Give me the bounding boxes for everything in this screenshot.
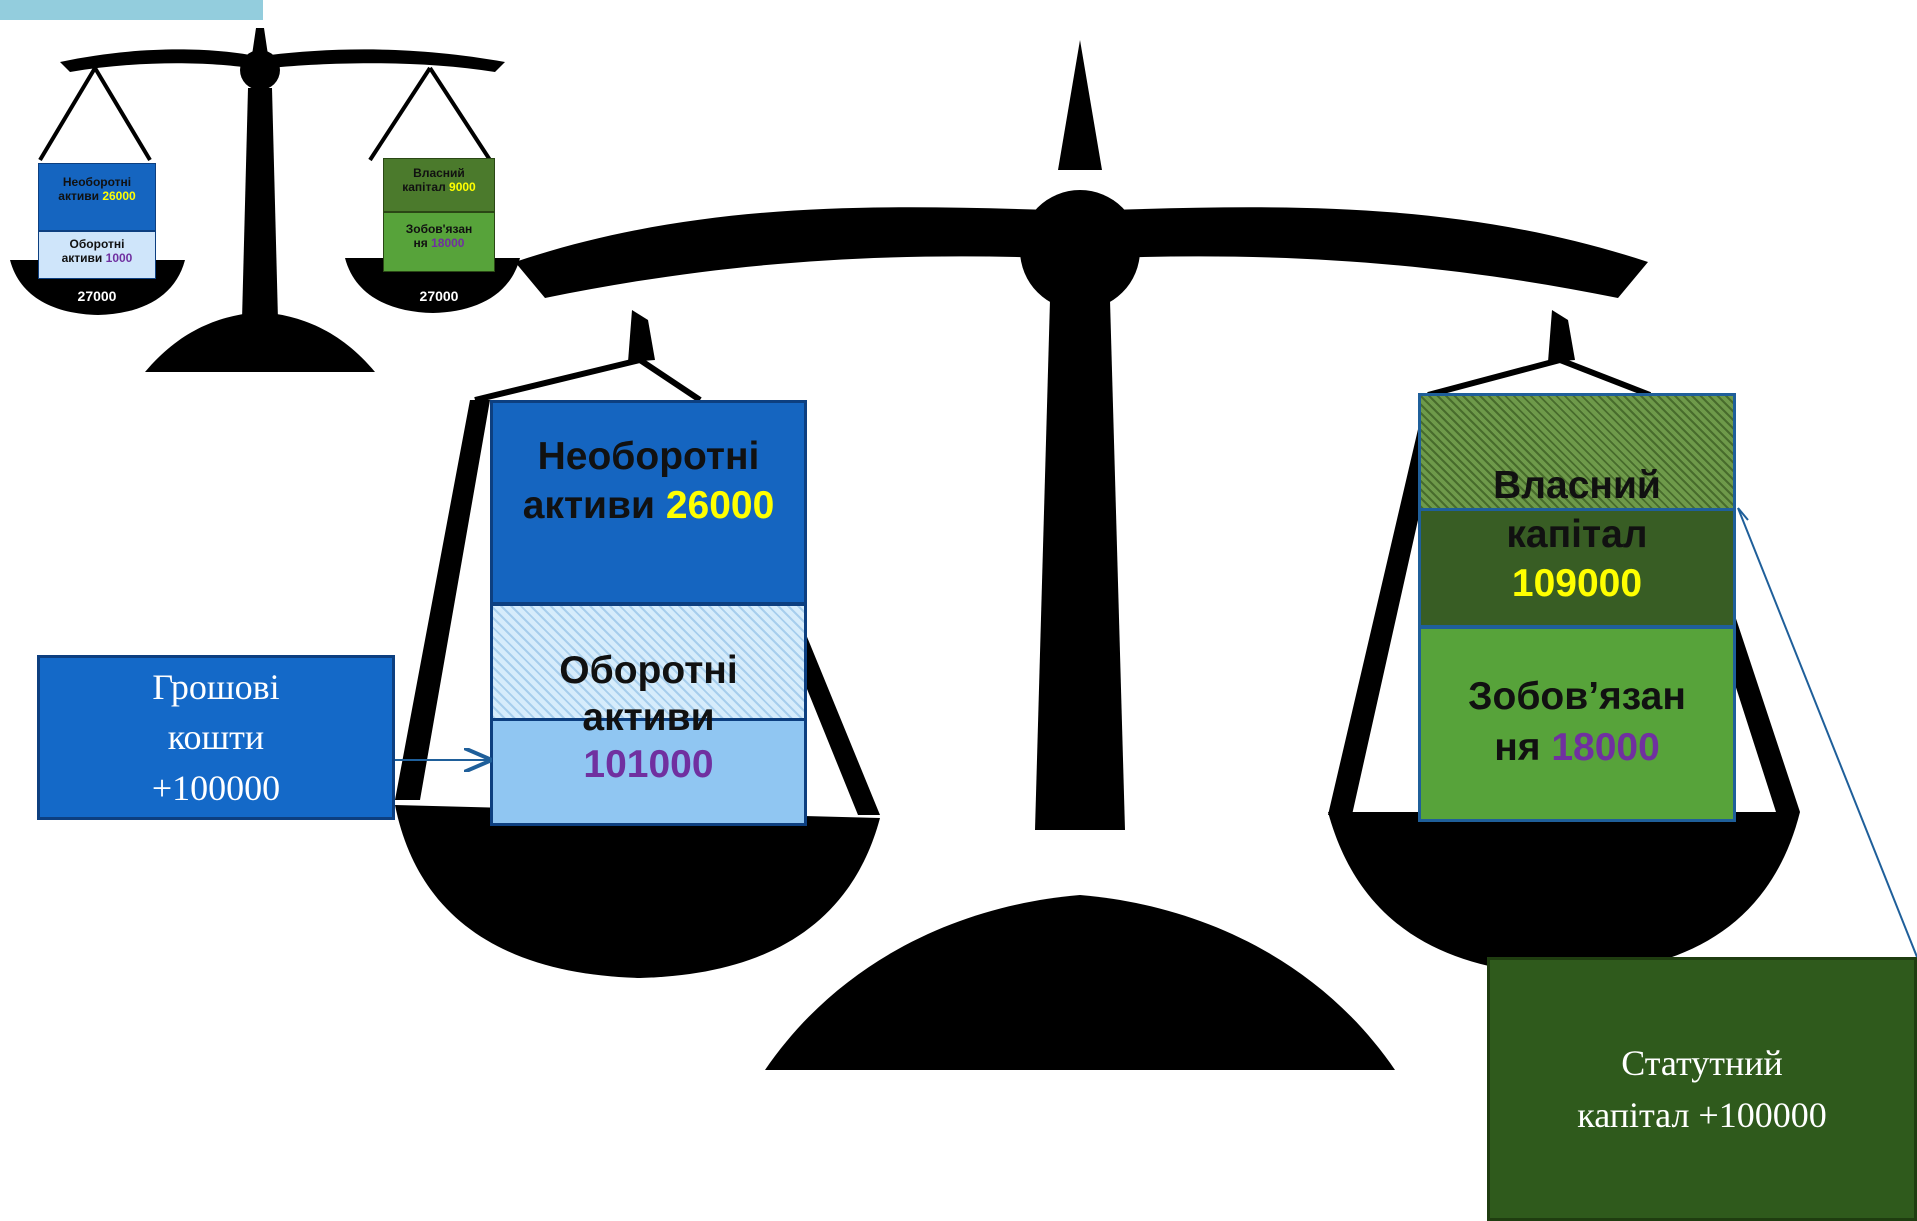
equity-line1: Власний xyxy=(1493,464,1661,507)
equity-line2: капітал xyxy=(1506,512,1648,556)
current-assets-box xyxy=(490,718,807,826)
equity-hatched-box xyxy=(1418,393,1736,511)
current-assets-line2: активи xyxy=(582,695,715,739)
thumb-current-value: 1000 xyxy=(105,250,133,265)
noncurrent-assets-box: Необоротні активи 26000 xyxy=(490,400,807,605)
thumb-liabilities-value: 18000 xyxy=(431,235,465,250)
left-total: 127000 xyxy=(561,858,689,900)
right-total: 127000 xyxy=(1501,858,1629,900)
thumb-liabilities-box: Зобов'язан ня 18000 xyxy=(383,212,495,272)
thumb-current-assets-box: Оборотні активи 1000 xyxy=(38,231,156,279)
noncurrent-assets-line2: активи xyxy=(522,483,655,527)
thumb-noncurrent-assets-box: Необоротні активи 26000 xyxy=(38,163,156,231)
noncurrent-assets-value: 26000 xyxy=(665,483,775,527)
accent-bar xyxy=(0,0,263,20)
current-assets-line1: Оборотні xyxy=(559,649,738,692)
equity-label: Власний капітал 109000 xyxy=(1418,462,1736,632)
cash-callout: Грошові кошти +100000 xyxy=(37,655,395,820)
liabilities-line1: Зобов’язан xyxy=(1468,675,1686,718)
liabilities-line2: ня xyxy=(1494,725,1541,769)
thumb-noncurrent-value: 26000 xyxy=(102,188,136,203)
liabilities-label: Зобов’язан ня 18000 xyxy=(1418,672,1736,792)
thumb-equity-value: 9000 xyxy=(449,179,476,194)
cash-callout-line2: кошти xyxy=(167,717,265,758)
liabilities-value: 18000 xyxy=(1551,725,1660,769)
thumb-current-line2: активи xyxy=(61,250,103,265)
cash-callout-line3: +100000 xyxy=(151,767,281,808)
thumb-right-total: 27000 xyxy=(419,288,459,304)
current-assets-value: 101000 xyxy=(583,742,714,786)
current-assets-label: Оборотні активи 101000 xyxy=(490,648,807,828)
cash-callout-line1: Грошові xyxy=(152,666,280,707)
equity-value: 109000 xyxy=(1511,561,1643,605)
thumb-equity-box: Власний капітал 9000 xyxy=(383,158,495,212)
charter-callout-line2: капітал +100000 xyxy=(1577,1095,1827,1135)
thumb-noncurrent-line2: активи xyxy=(58,188,99,203)
thumb-liabilities-line2: ня xyxy=(413,235,428,250)
charter-callout-line1: Статутний xyxy=(1621,1042,1783,1083)
thumb-equity-line1: Власний xyxy=(413,166,465,180)
noncurrent-assets-line1: Необоротні xyxy=(537,435,760,478)
charter-capital-callout: Статутний капітал +100000 xyxy=(1487,957,1917,1221)
thumb-liabilities-line1: Зобов'язан xyxy=(405,222,473,236)
thumb-current-line1: Оборотні xyxy=(69,237,125,251)
thumb-noncurrent-line1: Необоротні xyxy=(62,175,132,189)
current-assets-hatched-box xyxy=(490,603,807,721)
thumb-left-total: 27000 xyxy=(77,288,117,304)
liabilities-box xyxy=(1418,626,1736,822)
thumb-equity-line2: капітал xyxy=(402,179,446,194)
